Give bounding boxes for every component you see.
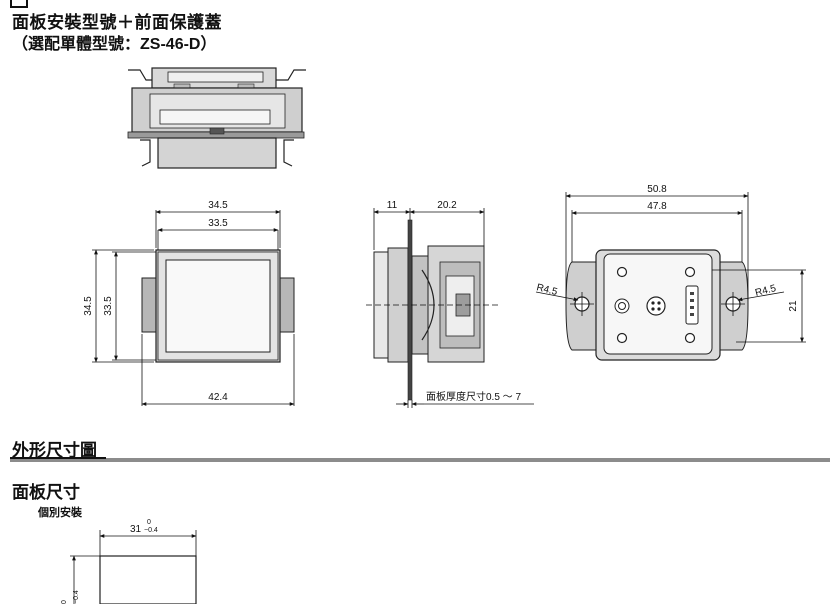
- front-dim-left-inner: 33.5: [103, 296, 114, 316]
- subtitle-prefix: （選配單體型號：: [12, 36, 141, 53]
- cutout-dim-width: 31: [130, 524, 142, 535]
- rear-dim-outer: 50.8: [647, 184, 667, 195]
- cutout-tol-upper: 0: [147, 519, 151, 526]
- cutout-tol-lower: −0.4: [144, 527, 158, 534]
- rear-radius-right: R4.5: [754, 283, 778, 299]
- title-marker: [10, 0, 28, 8]
- front-view: 34.5 33.5 34.5 33.5 42.4: [83, 200, 295, 406]
- section-cutout-heading: 面板尺寸: [12, 483, 80, 502]
- cutout-side-tol-upper: 0: [61, 600, 68, 604]
- panel-thickness-note: 面板厚度尺寸0.5 ～ 7: [426, 390, 521, 403]
- rear-view: 50.8 47.8 R4.5 R4.5 21: [535, 184, 806, 361]
- section-divider: [10, 458, 830, 462]
- individual-mount-label: 個別安裝: [38, 507, 82, 519]
- section-outline-heading: 外形尺寸圖: [12, 441, 97, 460]
- page-title: 面板安裝型號＋前面保護蓋: [12, 13, 222, 32]
- side-dim-right: 20.2: [437, 200, 457, 211]
- section-underline: [10, 457, 106, 459]
- front-dim-top-inner: 33.5: [208, 218, 228, 229]
- panel-cutout-drawing: 31 0 −0.4 0 −0.4: [61, 519, 197, 604]
- cutout-side-tol-lower: −0.4: [73, 590, 80, 604]
- front-dim-left-outer: 34.5: [83, 296, 94, 316]
- subtitle-model: ZS-46-D: [140, 36, 201, 53]
- front-dim-bottom: 42.4: [208, 392, 228, 403]
- rear-radius-left: R4.5: [535, 282, 559, 298]
- rear-dim-inner: 47.8: [647, 201, 667, 212]
- subtitle-suffix: ）: [200, 36, 217, 53]
- rear-dim-height: 21: [788, 300, 799, 312]
- side-dim-left: 11: [387, 200, 398, 211]
- product-top-view: [127, 67, 306, 169]
- front-dim-top-outer: 34.5: [208, 200, 228, 211]
- page-subtitle: （選配單體型號：ZS-46-D）: [12, 30, 216, 54]
- side-view: 11 20.2 面板厚度尺寸0.5 ～ 7: [366, 200, 534, 408]
